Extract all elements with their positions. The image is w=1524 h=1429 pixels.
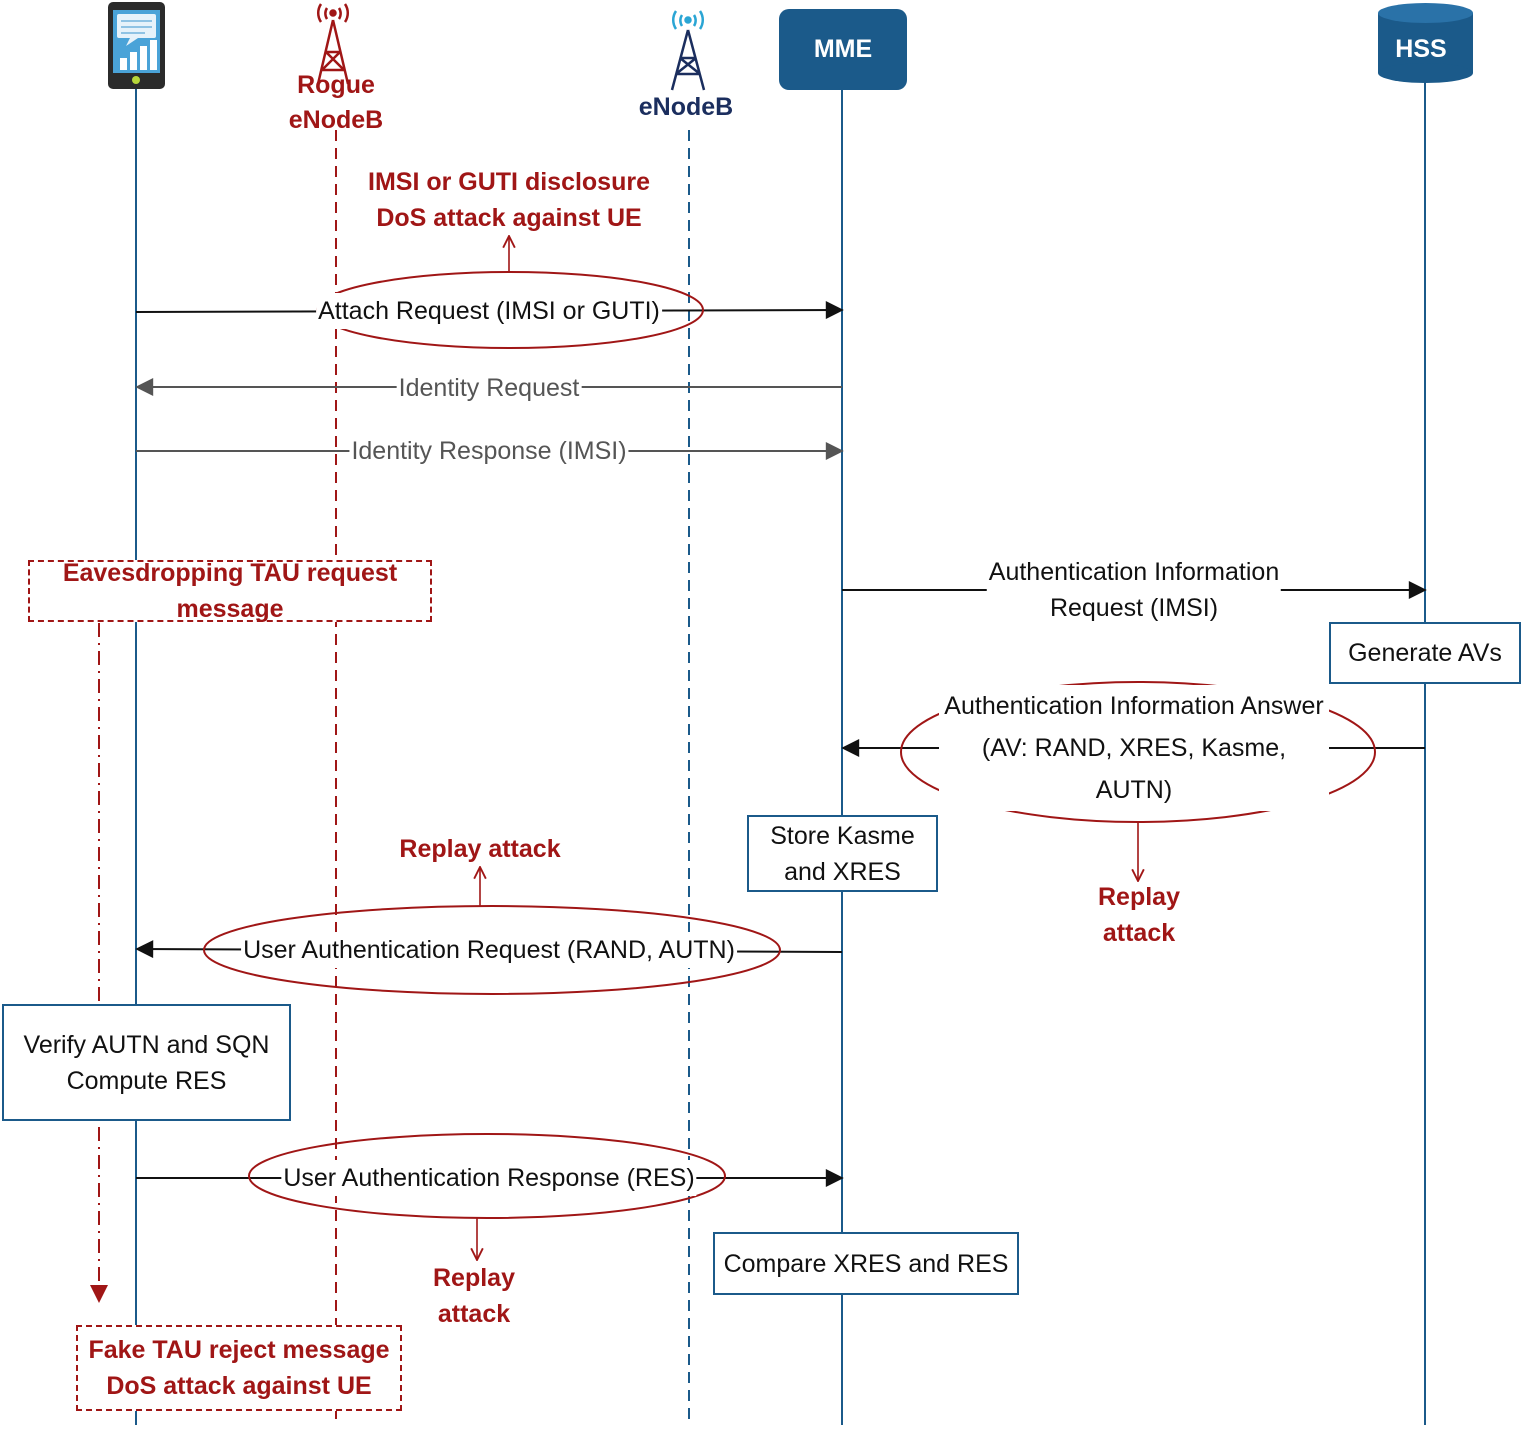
fake-tau-reject-box: Fake TAU reject message DoS attack again…	[76, 1325, 402, 1411]
user-auth-request-label: User Authentication Request (RAND, AUTN)	[241, 932, 737, 968]
replay-attack-label-3: Replay attack	[433, 1264, 515, 1328]
rogue-enodeb-label: Rogue eNodeB	[288, 71, 384, 134]
hss-database-icon	[1378, 3, 1473, 83]
verify-autn-box: Verify AUTN and SQN Compute RES	[2, 1004, 291, 1121]
store-kasme-box: Store Kasme and XRES	[747, 815, 938, 892]
tau-flow-arrowhead	[90, 1285, 108, 1303]
user-auth-response-ellipse	[248, 1133, 726, 1219]
imsi-disclosure-label: IMSI or GUTI disclosure DoS attack again…	[368, 168, 650, 232]
auth-info-answer-label: Authentication Information Answer (AV: R…	[939, 685, 1329, 811]
eavesdropping-tau-box: Eavesdropping TAU request message	[28, 559, 432, 623]
enodeb-tower-icon	[670, 10, 706, 91]
user-auth-request-ellipse	[203, 905, 781, 995]
replay-attack-label-2: Replay attack	[1098, 883, 1180, 947]
user-auth-response-label: User Authentication Response (RES)	[281, 1160, 697, 1196]
generate-avs-box: Generate AVs	[1329, 622, 1521, 684]
hss-label: HSS	[1395, 35, 1447, 63]
replay-attack-label-1: Replay attack	[399, 835, 561, 863]
attach-request-label: Attach Request (IMSI or GUTI)	[316, 293, 662, 329]
ue-phone-icon	[108, 2, 165, 89]
compare-xres-box: Compare XRES and RES	[713, 1232, 1019, 1295]
enodeb-label: eNodeB	[638, 93, 734, 121]
mme-label: MME	[813, 35, 873, 63]
identity-response-label: Identity Response (IMSI)	[349, 433, 629, 469]
auth-info-request-label: Authentication Information Request (IMSI…	[986, 554, 1282, 626]
rogue-tower-icon	[316, 3, 350, 85]
identity-request-label: Identity Request	[396, 370, 582, 406]
mme-box	[779, 9, 907, 90]
